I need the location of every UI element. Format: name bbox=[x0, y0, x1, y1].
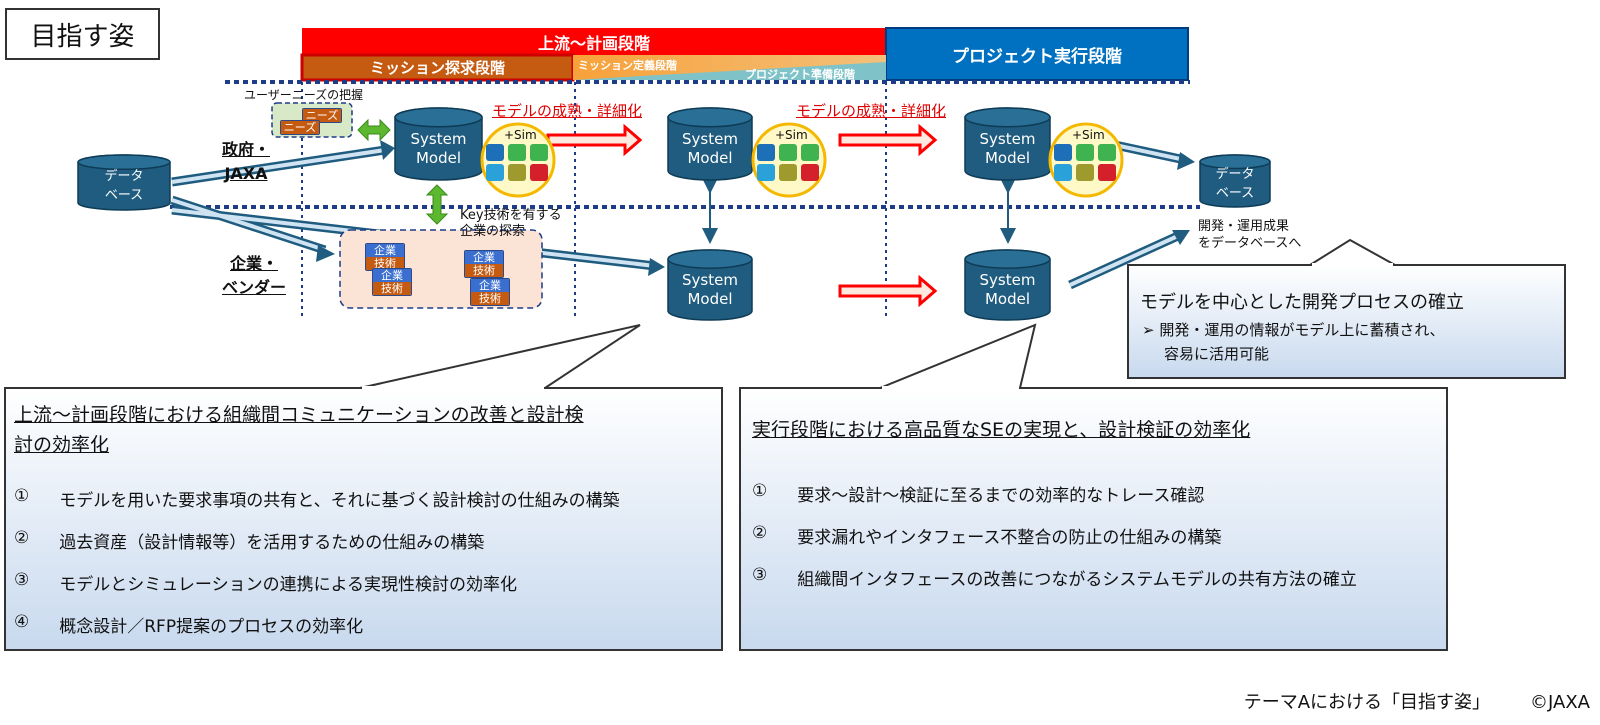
phase-mission-define: ミッション定義段階 bbox=[578, 59, 677, 72]
key-tech-label: Key技術を有する企業の探索 bbox=[460, 208, 562, 239]
simulation-tool-icon bbox=[486, 144, 504, 161]
row-label-gov: 政府・JAXA bbox=[222, 140, 271, 183]
company-tech-chip: 企業技術 bbox=[372, 268, 412, 296]
simulation-tool-icon bbox=[508, 144, 526, 161]
phase-project-prep: プロジェクト準備段階 bbox=[745, 68, 855, 81]
simulation-tool-icon bbox=[757, 164, 775, 181]
simulation-tool-icon bbox=[1054, 144, 1072, 161]
page-title: 目指す姿 bbox=[5, 8, 160, 60]
simulation-tool-icon bbox=[801, 164, 819, 181]
maturation-label: モデルの成熟・詳細化 bbox=[796, 102, 947, 120]
callout-right-bullet: ➢ 開発・運用の情報がモデル上に蓄積され、容易に活用可能 bbox=[1142, 321, 1445, 363]
user-needs-label: ユーザーニーズの把握 bbox=[244, 88, 364, 102]
needs-chip: ニーズ bbox=[280, 120, 320, 135]
footer: テーマAにおける「目指す姿」©JAXA bbox=[1243, 692, 1590, 713]
sim-label: +Sim bbox=[504, 128, 537, 142]
sim-label: +Sim bbox=[1072, 128, 1105, 142]
simulation-tool-icon bbox=[530, 164, 548, 181]
simulation-tool-icon bbox=[1076, 164, 1094, 181]
phase-upstream: 上流～計画段階 bbox=[537, 33, 650, 53]
company-tech-chip: 企業技術 bbox=[470, 278, 510, 306]
needs-chip: ニーズ bbox=[302, 108, 342, 123]
database: データベース bbox=[104, 169, 144, 204]
simulation-tool-icon bbox=[801, 144, 819, 161]
maturation-label: モデルの成熟・詳細化 bbox=[492, 102, 643, 120]
simulation-tool-icon bbox=[779, 144, 797, 161]
simulation-tool-icon bbox=[779, 164, 797, 181]
simulation-tool-icon bbox=[757, 144, 775, 161]
company-tech-chip: 企業技術 bbox=[365, 243, 405, 271]
simulation-tool-icon bbox=[1054, 164, 1072, 181]
database: データベース bbox=[1215, 167, 1255, 202]
simulation-tool-icon bbox=[508, 164, 526, 181]
row-label-company: 企業・ベンダー bbox=[222, 254, 287, 297]
simulation-tool-icon bbox=[1076, 144, 1094, 161]
company-tech-chip: 企業技術 bbox=[464, 250, 504, 278]
sim-label: +Sim bbox=[775, 128, 808, 142]
simulation-tool-icon bbox=[530, 144, 548, 161]
phase-mission-explore: ミッション探求段階 bbox=[369, 59, 505, 77]
results-label: 開発・運用成果をデータベースへ bbox=[1198, 219, 1302, 251]
simulation-tool-icon bbox=[1098, 164, 1116, 181]
simulation-tool-icon bbox=[1098, 144, 1116, 161]
phase-execution: プロジェクト実行段階 bbox=[952, 46, 1122, 67]
callout-right-title: モデルを中心とした開発プロセスの確立 bbox=[1140, 292, 1464, 313]
simulation-tool-icon bbox=[486, 164, 504, 181]
